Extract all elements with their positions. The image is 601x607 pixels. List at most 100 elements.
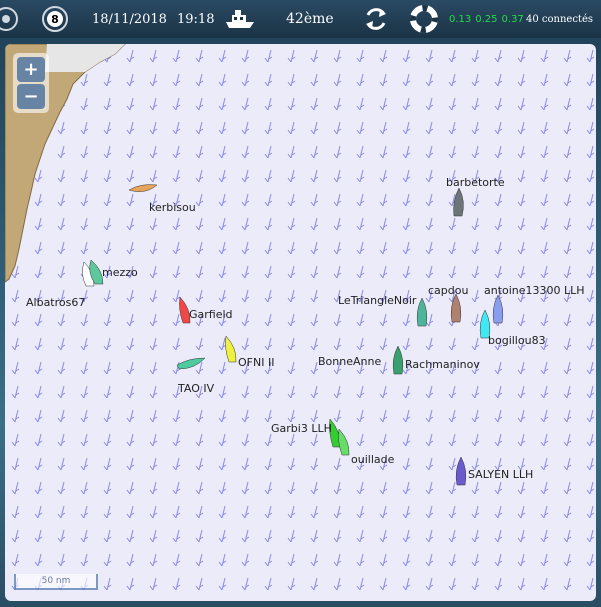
wind-arrow	[448, 121, 457, 135]
wind-arrow	[563, 577, 572, 591]
boat-bogillou83[interactable]	[477, 308, 493, 340]
wind-arrow	[402, 241, 411, 255]
wind-arrow	[310, 337, 319, 351]
wind-arrow	[540, 529, 549, 543]
wind-arrow	[195, 97, 204, 111]
wind-arrow	[241, 121, 250, 135]
wind-arrow	[218, 97, 227, 111]
wind-arrow	[34, 217, 43, 231]
boat-salyen-llh[interactable]	[453, 455, 469, 487]
boat-barbetorte[interactable]	[451, 186, 467, 218]
wind-arrow	[517, 145, 526, 159]
wind-arrow	[471, 97, 480, 111]
wind-arrow	[379, 289, 388, 303]
wind-arrow	[57, 481, 66, 495]
wind-arrow	[379, 169, 388, 183]
wind-arrow	[448, 409, 457, 423]
wind-arrow	[448, 265, 457, 279]
boat-capdou[interactable]	[448, 292, 464, 324]
wind-arrow	[333, 289, 342, 303]
wind-arrow	[310, 289, 319, 303]
wind-arrow	[356, 361, 365, 375]
wind-badge: 8	[51, 13, 59, 26]
boat-ofni-ii[interactable]	[222, 334, 240, 364]
wind-arrow	[264, 217, 273, 231]
wind-arrow	[586, 145, 595, 159]
wind-arrow	[172, 409, 181, 423]
wind-arrow	[471, 169, 480, 183]
boat-garfield[interactable]	[176, 295, 194, 325]
wind-arrow	[149, 241, 158, 255]
wind-arrow	[356, 241, 365, 255]
wind-arrow	[379, 49, 388, 63]
boat-mezzo[interactable]	[85, 258, 107, 286]
gauge-icon[interactable]: 8	[40, 4, 70, 34]
wind-arrow	[149, 457, 158, 471]
zoom-in-button[interactable]: +	[17, 57, 45, 82]
wind-arrow	[540, 313, 549, 327]
wind-arrow	[333, 241, 342, 255]
wind-arrow	[333, 337, 342, 351]
wind-arrow	[11, 385, 20, 399]
boat-kerbisou[interactable]	[127, 182, 159, 196]
wind-arrow	[333, 265, 342, 279]
wind-arrow	[126, 553, 135, 567]
wind-arrow	[287, 505, 296, 519]
boat-garbi3-llh[interactable]	[326, 417, 344, 449]
wind-arrow	[494, 73, 503, 87]
boat-tao-iv[interactable]	[175, 355, 207, 371]
wind-arrow	[494, 385, 503, 399]
wind-arrow	[333, 361, 342, 375]
wind-arrow	[471, 385, 480, 399]
boat-bonneanne[interactable]	[390, 344, 406, 376]
lifebuoy-icon[interactable]	[410, 5, 438, 33]
wind-arrow	[517, 553, 526, 567]
boat-letrianglenoir[interactable]	[414, 296, 430, 328]
wind-arrow	[494, 145, 503, 159]
wind-arrow	[80, 505, 89, 519]
wind-arrow	[540, 145, 549, 159]
wind-arrow	[356, 169, 365, 183]
zoom-out-button[interactable]: −	[17, 84, 45, 109]
wind-arrow	[356, 265, 365, 279]
boat-antoine13300-llh[interactable]	[490, 293, 506, 325]
boat-ouillade[interactable]	[335, 427, 353, 457]
wind-arrow	[126, 337, 135, 351]
wind-arrow	[471, 289, 480, 303]
wind-arrow	[264, 337, 273, 351]
wind-arrow	[563, 505, 572, 519]
wind-arrow	[333, 577, 342, 591]
wind-arrow	[264, 97, 273, 111]
wind-arrow	[471, 193, 480, 207]
wind-arrow	[586, 97, 595, 111]
compass-icon[interactable]	[0, 4, 22, 34]
wind-arrow	[264, 529, 273, 543]
wind-arrow	[34, 313, 43, 327]
boat-label-antoine13300-llh: antoine13300 LLH	[484, 284, 585, 297]
wind-arrow	[149, 409, 158, 423]
wind-arrow	[494, 241, 503, 255]
wind-arrow	[494, 361, 503, 375]
wind-arrow	[540, 505, 549, 519]
wind-arrow	[264, 457, 273, 471]
wind-arrow	[80, 241, 89, 255]
stat-3: 0.37	[501, 13, 524, 25]
wind-arrow	[448, 529, 457, 543]
wind-arrow	[517, 313, 526, 327]
wind-arrow	[241, 169, 250, 183]
wind-arrow	[563, 457, 572, 471]
wind-arrow	[563, 361, 572, 375]
wind-arrow	[425, 361, 434, 375]
refresh-icon[interactable]	[362, 5, 390, 33]
wind-arrow	[425, 553, 434, 567]
boat-albatros67[interactable]	[78, 260, 100, 288]
wind-arrow	[333, 73, 342, 87]
wind-arrow	[149, 505, 158, 519]
wind-arrow	[57, 193, 66, 207]
wind-arrow	[80, 481, 89, 495]
boat-icon[interactable]	[224, 7, 256, 31]
race-map[interactable]: + − 50 nm kerbisou barbetorte mezzo Alba…	[5, 44, 596, 601]
wind-arrow	[57, 289, 66, 303]
wind-arrow	[448, 337, 457, 351]
wind-arrow	[448, 241, 457, 255]
